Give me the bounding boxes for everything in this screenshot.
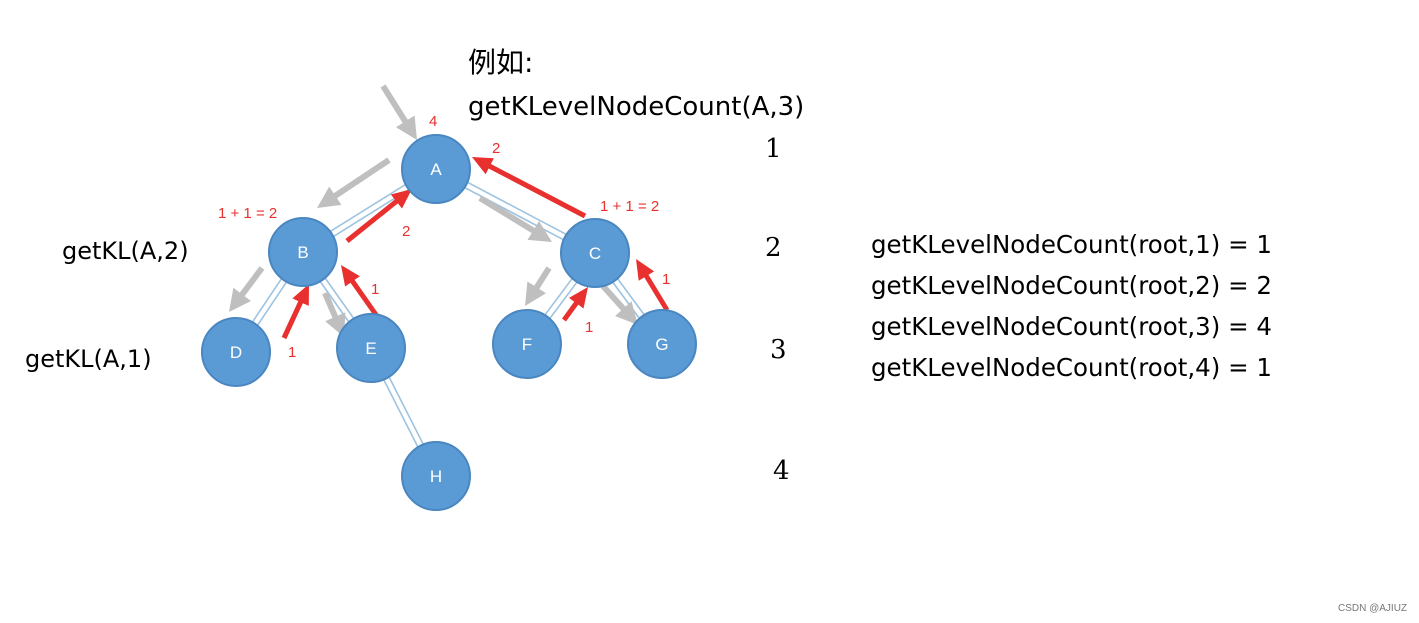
call-arrow-c-to-f (525, 266, 552, 306)
call-arrow-a-to-b (317, 157, 391, 208)
level-number-2: 2 (765, 233, 782, 263)
tree-node-label-h: H (430, 467, 442, 486)
annotation-g-to-c: 1 (662, 271, 670, 288)
result-line-4: getKLevelNodeCount(root,4) = 1 (871, 353, 1272, 382)
annotation-b-sum: 1 + 1 = 2 (218, 205, 277, 222)
call-arrow-a-to-c (478, 195, 552, 242)
example-call: getKLevelNodeCount(A,3) (468, 92, 805, 122)
tree-node-f (492, 309, 562, 379)
tree-node-c (560, 218, 630, 288)
tree-node-b (268, 217, 338, 287)
annotation-f-to-c: 1 (585, 319, 593, 336)
result-line-1: getKLevelNodeCount(root,1) = 1 (871, 230, 1272, 259)
level-number-3: 3 (770, 335, 787, 365)
return-arrow-d-to-b (281, 284, 309, 340)
return-value-arrows (281, 157, 670, 340)
side-label-getkl-a-2: getKL(A,2) (62, 237, 189, 265)
return-arrow-b-to-a (345, 189, 412, 243)
annotation-d-to-b: 1 (288, 344, 296, 361)
return-value-annotations: 4 2 1 + 1 = 2 2 1 + 1 = 2 1 1 1 1 (218, 113, 670, 361)
tree-node-label-b: B (297, 243, 308, 262)
call-arrow-c-to-g (600, 284, 638, 325)
tree-node-e (336, 313, 406, 383)
result-line-2: getKLevelNodeCount(root,2) = 2 (871, 271, 1272, 300)
tree-node-d (201, 317, 271, 387)
tree-node-label-a: A (430, 160, 442, 179)
annotation-b-to-a: 2 (402, 223, 410, 240)
annotation-c-sum: 1 + 1 = 2 (600, 198, 659, 215)
return-arrow-f-to-c (562, 287, 588, 322)
tree-node-label-c: C (589, 244, 601, 263)
side-label-getkl-a-1: getKL(A,1) (25, 345, 152, 373)
call-arrow-into-a (380, 84, 417, 140)
watermark: CSDN @AJIUZ (1338, 603, 1408, 614)
return-arrow-e-to-b (341, 265, 381, 321)
example-heading: 例如: (468, 46, 534, 79)
recursive-call-arrows (229, 84, 638, 337)
return-arrow-c-to-a (472, 157, 587, 219)
annotation-e-to-b: 1 (371, 281, 379, 298)
annotation-a-total: 4 (429, 113, 437, 130)
level-number-4: 4 (773, 456, 790, 486)
tree-node-a (401, 134, 471, 204)
tree-node-h (401, 441, 471, 511)
tree-node-g (627, 309, 697, 379)
call-arrow-b-to-d (229, 266, 265, 312)
tree-node-label-e: E (365, 339, 376, 358)
tree-node-label-g: G (655, 335, 668, 354)
annotation-a-from-c: 2 (492, 140, 500, 157)
level-number-1: 1 (765, 134, 782, 164)
tree-node-label-f: F (522, 335, 532, 354)
return-arrow-g-to-c (636, 259, 670, 312)
call-arrow-b-to-e (322, 291, 346, 337)
result-line-3: getKLevelNodeCount(root,3) = 4 (871, 312, 1272, 341)
tree-nodes: A B C D E F G H (201, 134, 697, 511)
tree-node-label-d: D (230, 343, 242, 362)
